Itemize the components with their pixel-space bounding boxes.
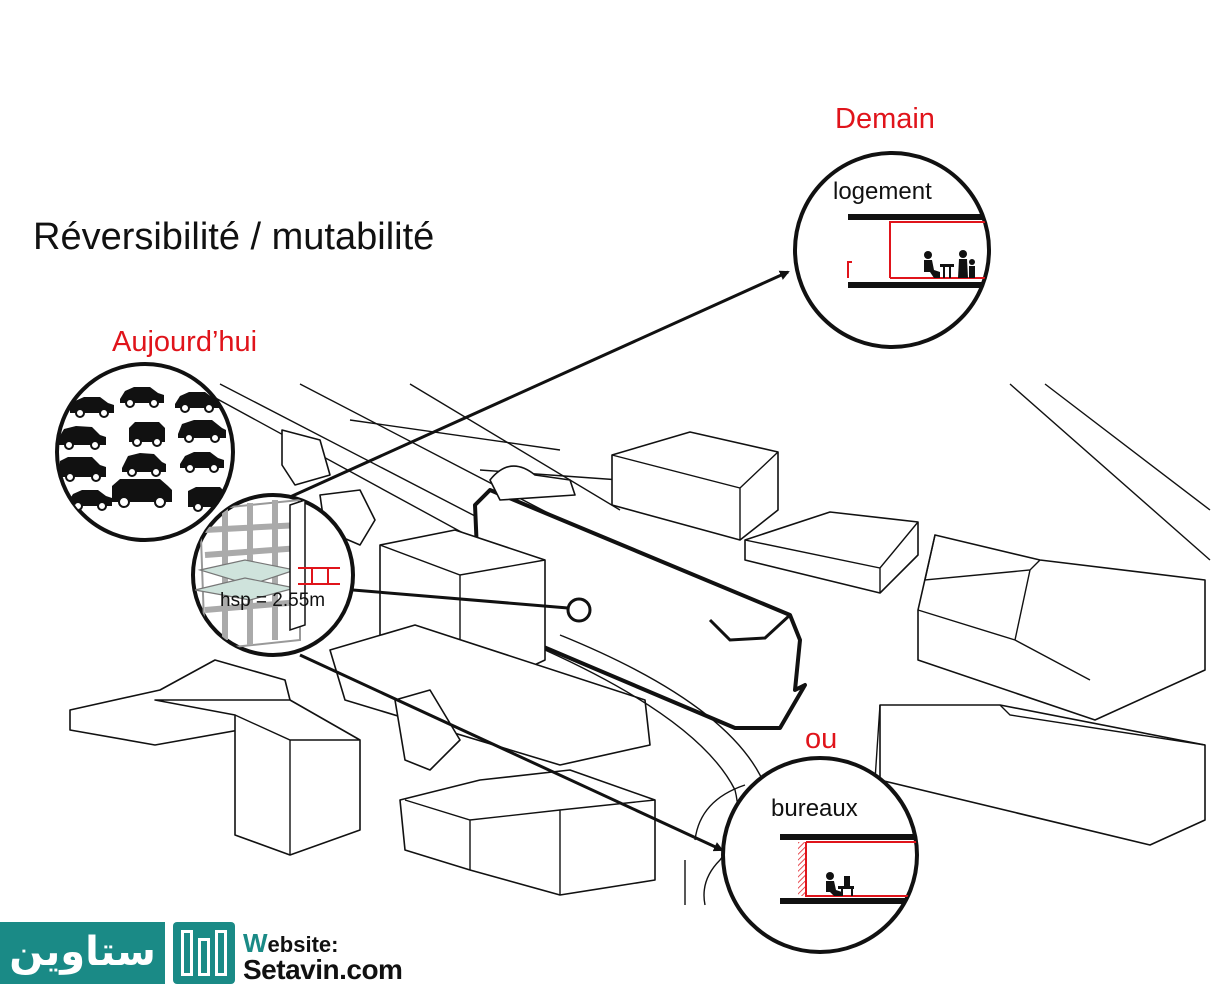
bureaux-label: bureaux: [771, 795, 858, 822]
height-label: hsp = 2.55m: [220, 590, 325, 611]
car-icon: [175, 392, 219, 413]
logement-inset: logement: [793, 151, 991, 349]
website-label: Website:: [243, 928, 338, 959]
person-icon: [826, 872, 854, 896]
car-icon: [178, 420, 226, 443]
cars-inset: [55, 362, 235, 542]
car-icon: [60, 457, 106, 482]
car-icon: [70, 397, 114, 418]
website-label-initial: W: [243, 928, 268, 958]
website-link[interactable]: Setavin.com: [243, 954, 403, 985]
bureaux-inset: bureaux: [721, 756, 919, 954]
brand-logo-box: [0, 922, 165, 984]
building-marker: [566, 597, 592, 623]
person-icon: [924, 250, 975, 278]
label-today: Aujourd’hui: [112, 326, 257, 358]
label-tomorrow: Demain: [835, 103, 935, 135]
arrow-to-bureaux: [299, 653, 724, 852]
label-or: ou: [805, 723, 837, 755]
logement-label: logement: [833, 178, 932, 205]
car-icon: [58, 426, 106, 450]
car-icon: [122, 453, 166, 477]
pointer-to-building: [352, 588, 569, 610]
car-icon: [112, 479, 172, 508]
car-icon: [180, 452, 224, 473]
section-inset: hsp = 2.55m: [191, 493, 355, 657]
car-icon: [129, 422, 165, 447]
connectors: [289, 270, 790, 852]
website-label-rest: ebsite:: [267, 932, 339, 957]
car-icon: [120, 387, 164, 408]
brand-name-arabic: ستاوین: [9, 929, 156, 975]
diagram-title: Réversibilité / mutabilité: [33, 216, 434, 258]
logo-icon: [173, 922, 235, 984]
arrow-to-logement: [289, 270, 790, 499]
